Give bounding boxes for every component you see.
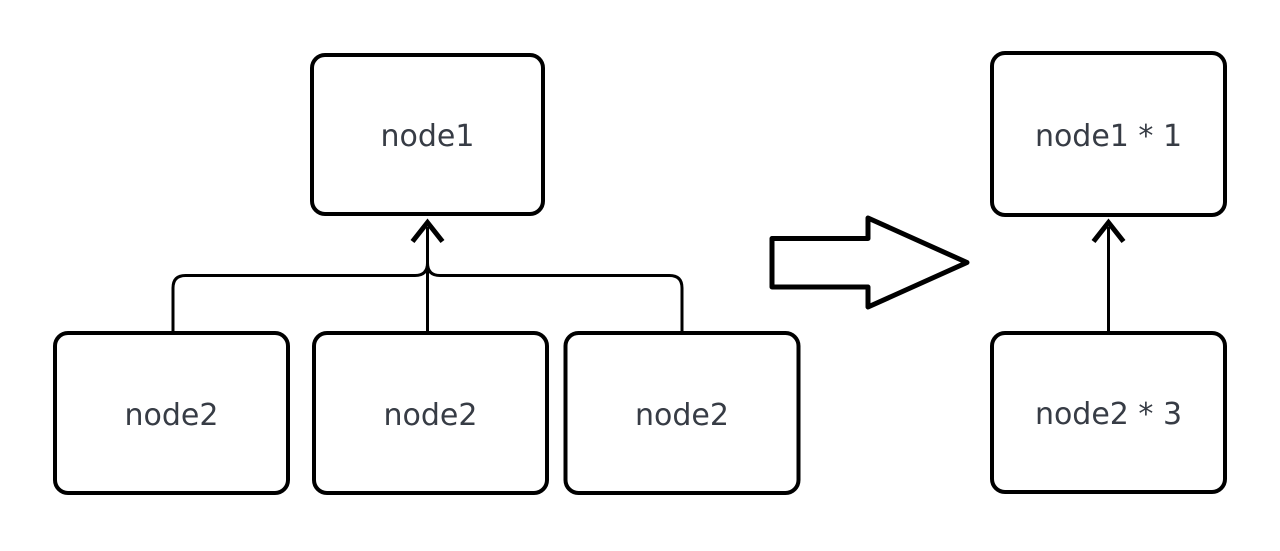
- left-child-node-box-1: [53, 331, 290, 495]
- right-parent-node-box: [990, 51, 1227, 217]
- left-parent-node-box: [310, 53, 545, 216]
- right-child-node-label: node2 * 3: [1035, 397, 1182, 432]
- left-tree: node1 node2 node2 node2: [53, 53, 801, 495]
- left-child-node-label-3: node2: [635, 398, 729, 433]
- left-child-node-box-2: [312, 331, 549, 495]
- left-child-node-label-1: node2: [125, 398, 219, 433]
- edge-right-child-to-parent: [426, 262, 684, 333]
- left-parent-node-label: node1: [381, 119, 475, 154]
- right-tree: node1 * 1 node2 * 3: [990, 51, 1227, 494]
- transform-right-arrow-icon: [769, 215, 970, 310]
- right-child-node-box: [990, 331, 1227, 494]
- left-child-node-box-3: [563, 331, 801, 495]
- left-child-node-label-2: node2: [384, 398, 478, 433]
- right-parent-node-label: node1 * 1: [1035, 119, 1182, 154]
- up-arrow-icon: [1091, 218, 1126, 244]
- up-arrow-icon: [410, 218, 445, 244]
- edge-left-child-to-parent: [171, 262, 429, 333]
